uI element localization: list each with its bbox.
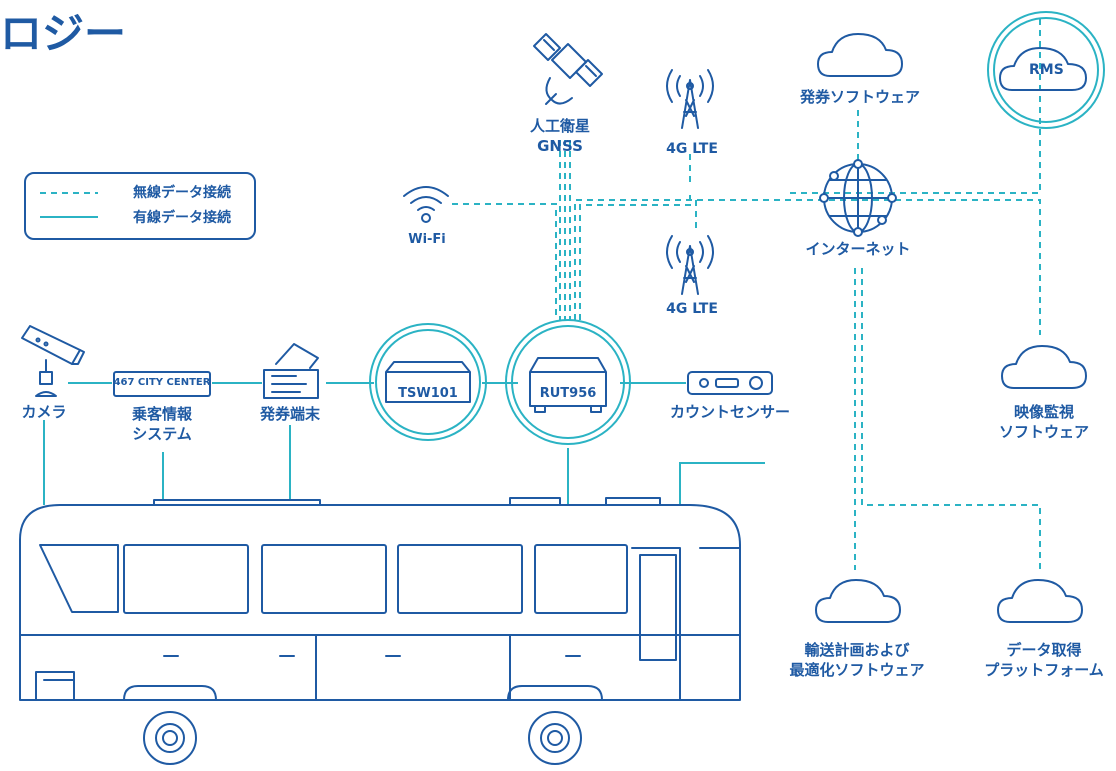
- wired-links: [43, 382, 765, 505]
- wifi-label: Wi-Fi: [408, 232, 446, 247]
- ticketing-cloud-icon: [817, 33, 903, 77]
- ticket-terminal-icon: [263, 343, 319, 399]
- rut-label: RUT956: [539, 386, 597, 401]
- passenger-display-text: 467 CITY CENTER: [113, 377, 211, 388]
- router-icon: [529, 357, 607, 413]
- transport-software-label: 輸送計画および 最適化ソフトウェア: [789, 641, 925, 679]
- legend: 無線データ接続 有線データ接続: [24, 172, 256, 240]
- video-cloud-icon: [1001, 345, 1087, 389]
- rms-cloud-icon: [999, 47, 1087, 91]
- count-sensor-label: カウントセンサー: [669, 403, 791, 421]
- legend-wired: 有線データ接続: [26, 208, 254, 228]
- transport-cloud-icon: [815, 579, 901, 623]
- passenger-info-label: 乗客情報 システム: [131, 405, 193, 443]
- legend-wireless: 無線データ接続: [26, 183, 254, 203]
- lte-bottom-label: 4G LTE: [666, 301, 718, 317]
- page-title: ロジー: [0, 9, 127, 58]
- camera-icon: [21, 325, 85, 397]
- bus-illustration: [19, 497, 741, 765]
- count-sensor-icon: [687, 371, 773, 395]
- tower-bottom-icon: [666, 235, 714, 295]
- lte-top-label: 4G LTE: [666, 141, 718, 157]
- passenger-display-frame: [113, 371, 211, 397]
- internet-label: インターネット: [805, 240, 911, 258]
- video-software-label: 映像監視 ソフトウェア: [998, 403, 1090, 441]
- wifi-icon: [403, 186, 449, 223]
- satellite-icon: [533, 33, 603, 105]
- ticketing-software-label: 発券ソフトウェア: [799, 88, 921, 106]
- data-cloud-icon: [997, 579, 1083, 623]
- legend-wired-label: 有線データ接続: [133, 210, 231, 226]
- globe-icon: [819, 159, 897, 237]
- data-platform-label: データ取得 プラットフォーム: [984, 641, 1104, 679]
- satellite-label: 人工衛星 GNSS: [529, 117, 591, 155]
- switch-icon: [385, 361, 471, 403]
- tsw-label: TSW101: [398, 386, 458, 401]
- wireless-links: [452, 18, 1041, 570]
- rms-label: RMS: [1029, 62, 1064, 78]
- camera-label: カメラ: [21, 403, 67, 421]
- tower-top-icon: [666, 69, 714, 129]
- legend-wireless-label: 無線データ接続: [133, 185, 231, 201]
- ticket-terminal-label: 発券端末: [259, 405, 321, 423]
